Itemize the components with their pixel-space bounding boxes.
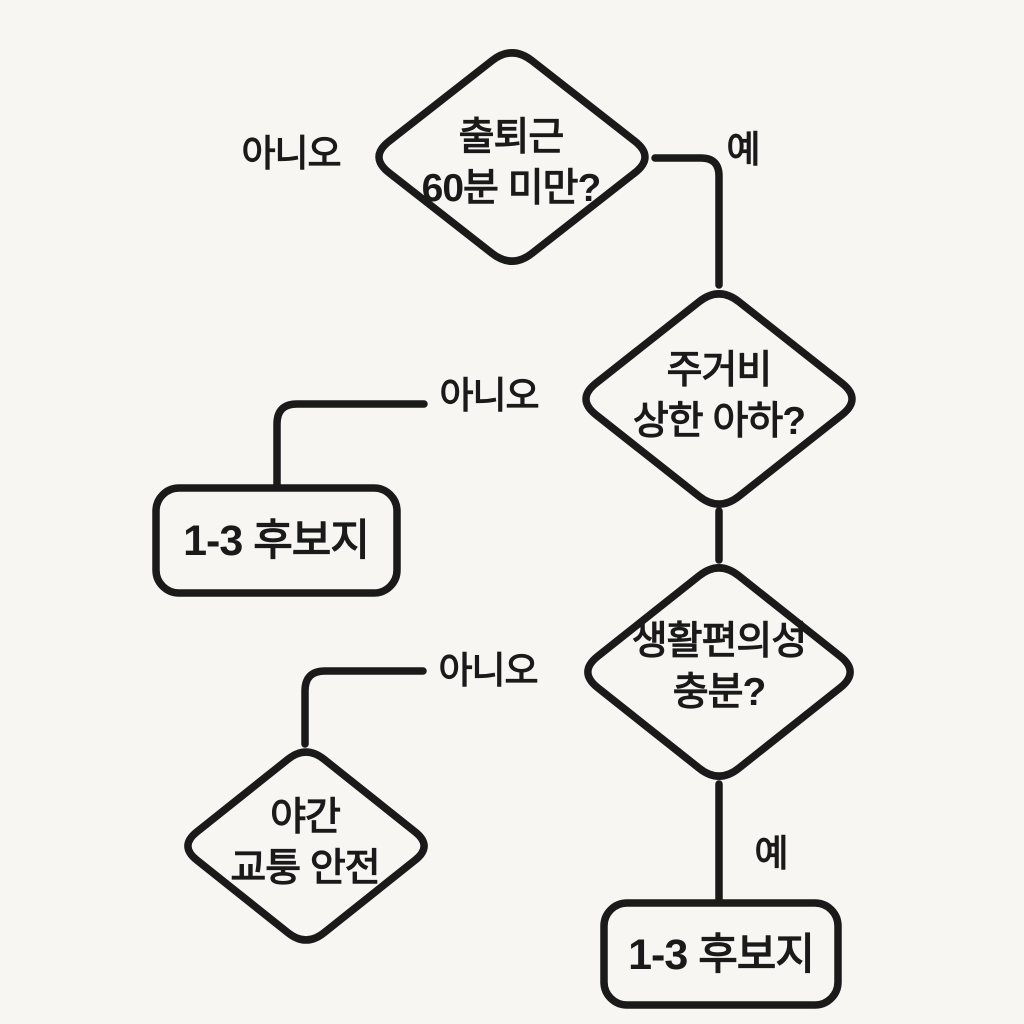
decision-night-line1: 야간 — [270, 795, 341, 839]
decision-night-label: 야간 교퉁 안전 — [230, 792, 380, 894]
decision-convenience-shape — [584, 564, 854, 780]
decision-night-shape — [184, 748, 428, 944]
decision-convenience-line2: 충분? — [672, 671, 767, 714]
decision-convenience-label: 생활편의성 충분? — [631, 616, 807, 718]
edge-label-commute-yes: 예 — [726, 129, 760, 170]
decision-commute-label: 출퇴근 60분 미만? — [421, 112, 602, 214]
edge-label-convenience-yes: 예 — [754, 833, 788, 874]
decision-housing-line1: 주거비 — [666, 348, 773, 392]
result-bottom-label: 1-3 후보지 — [628, 930, 815, 979]
result-left-label: 1-3 후보지 — [183, 516, 370, 565]
decision-commute-line2: 60분 미만? — [421, 167, 602, 210]
result-box-left — [152, 484, 401, 597]
decision-night-line2: 교퉁 안전 — [230, 847, 380, 890]
connector-housing-no — [273, 400, 428, 491]
edge-label-convenience-no: 아니오 — [438, 650, 538, 691]
decision-commute-shape — [375, 49, 649, 265]
connector-convenience-no — [301, 667, 427, 748]
edge-label-commute-no: 아니오 — [241, 133, 341, 174]
decision-housing-shape — [582, 290, 856, 508]
result-box-bottom — [600, 899, 842, 1009]
decision-convenience-line1: 생활편의성 — [631, 619, 807, 663]
decision-housing-label: 주거비 상한 아하? — [632, 345, 806, 447]
decision-commute-line1: 출퇴근 — [458, 115, 565, 159]
connector-commute-yes — [651, 154, 723, 289]
edge-label-housing-no: 아니오 — [439, 375, 539, 416]
decision-housing-line2: 상한 아하? — [632, 400, 806, 443]
